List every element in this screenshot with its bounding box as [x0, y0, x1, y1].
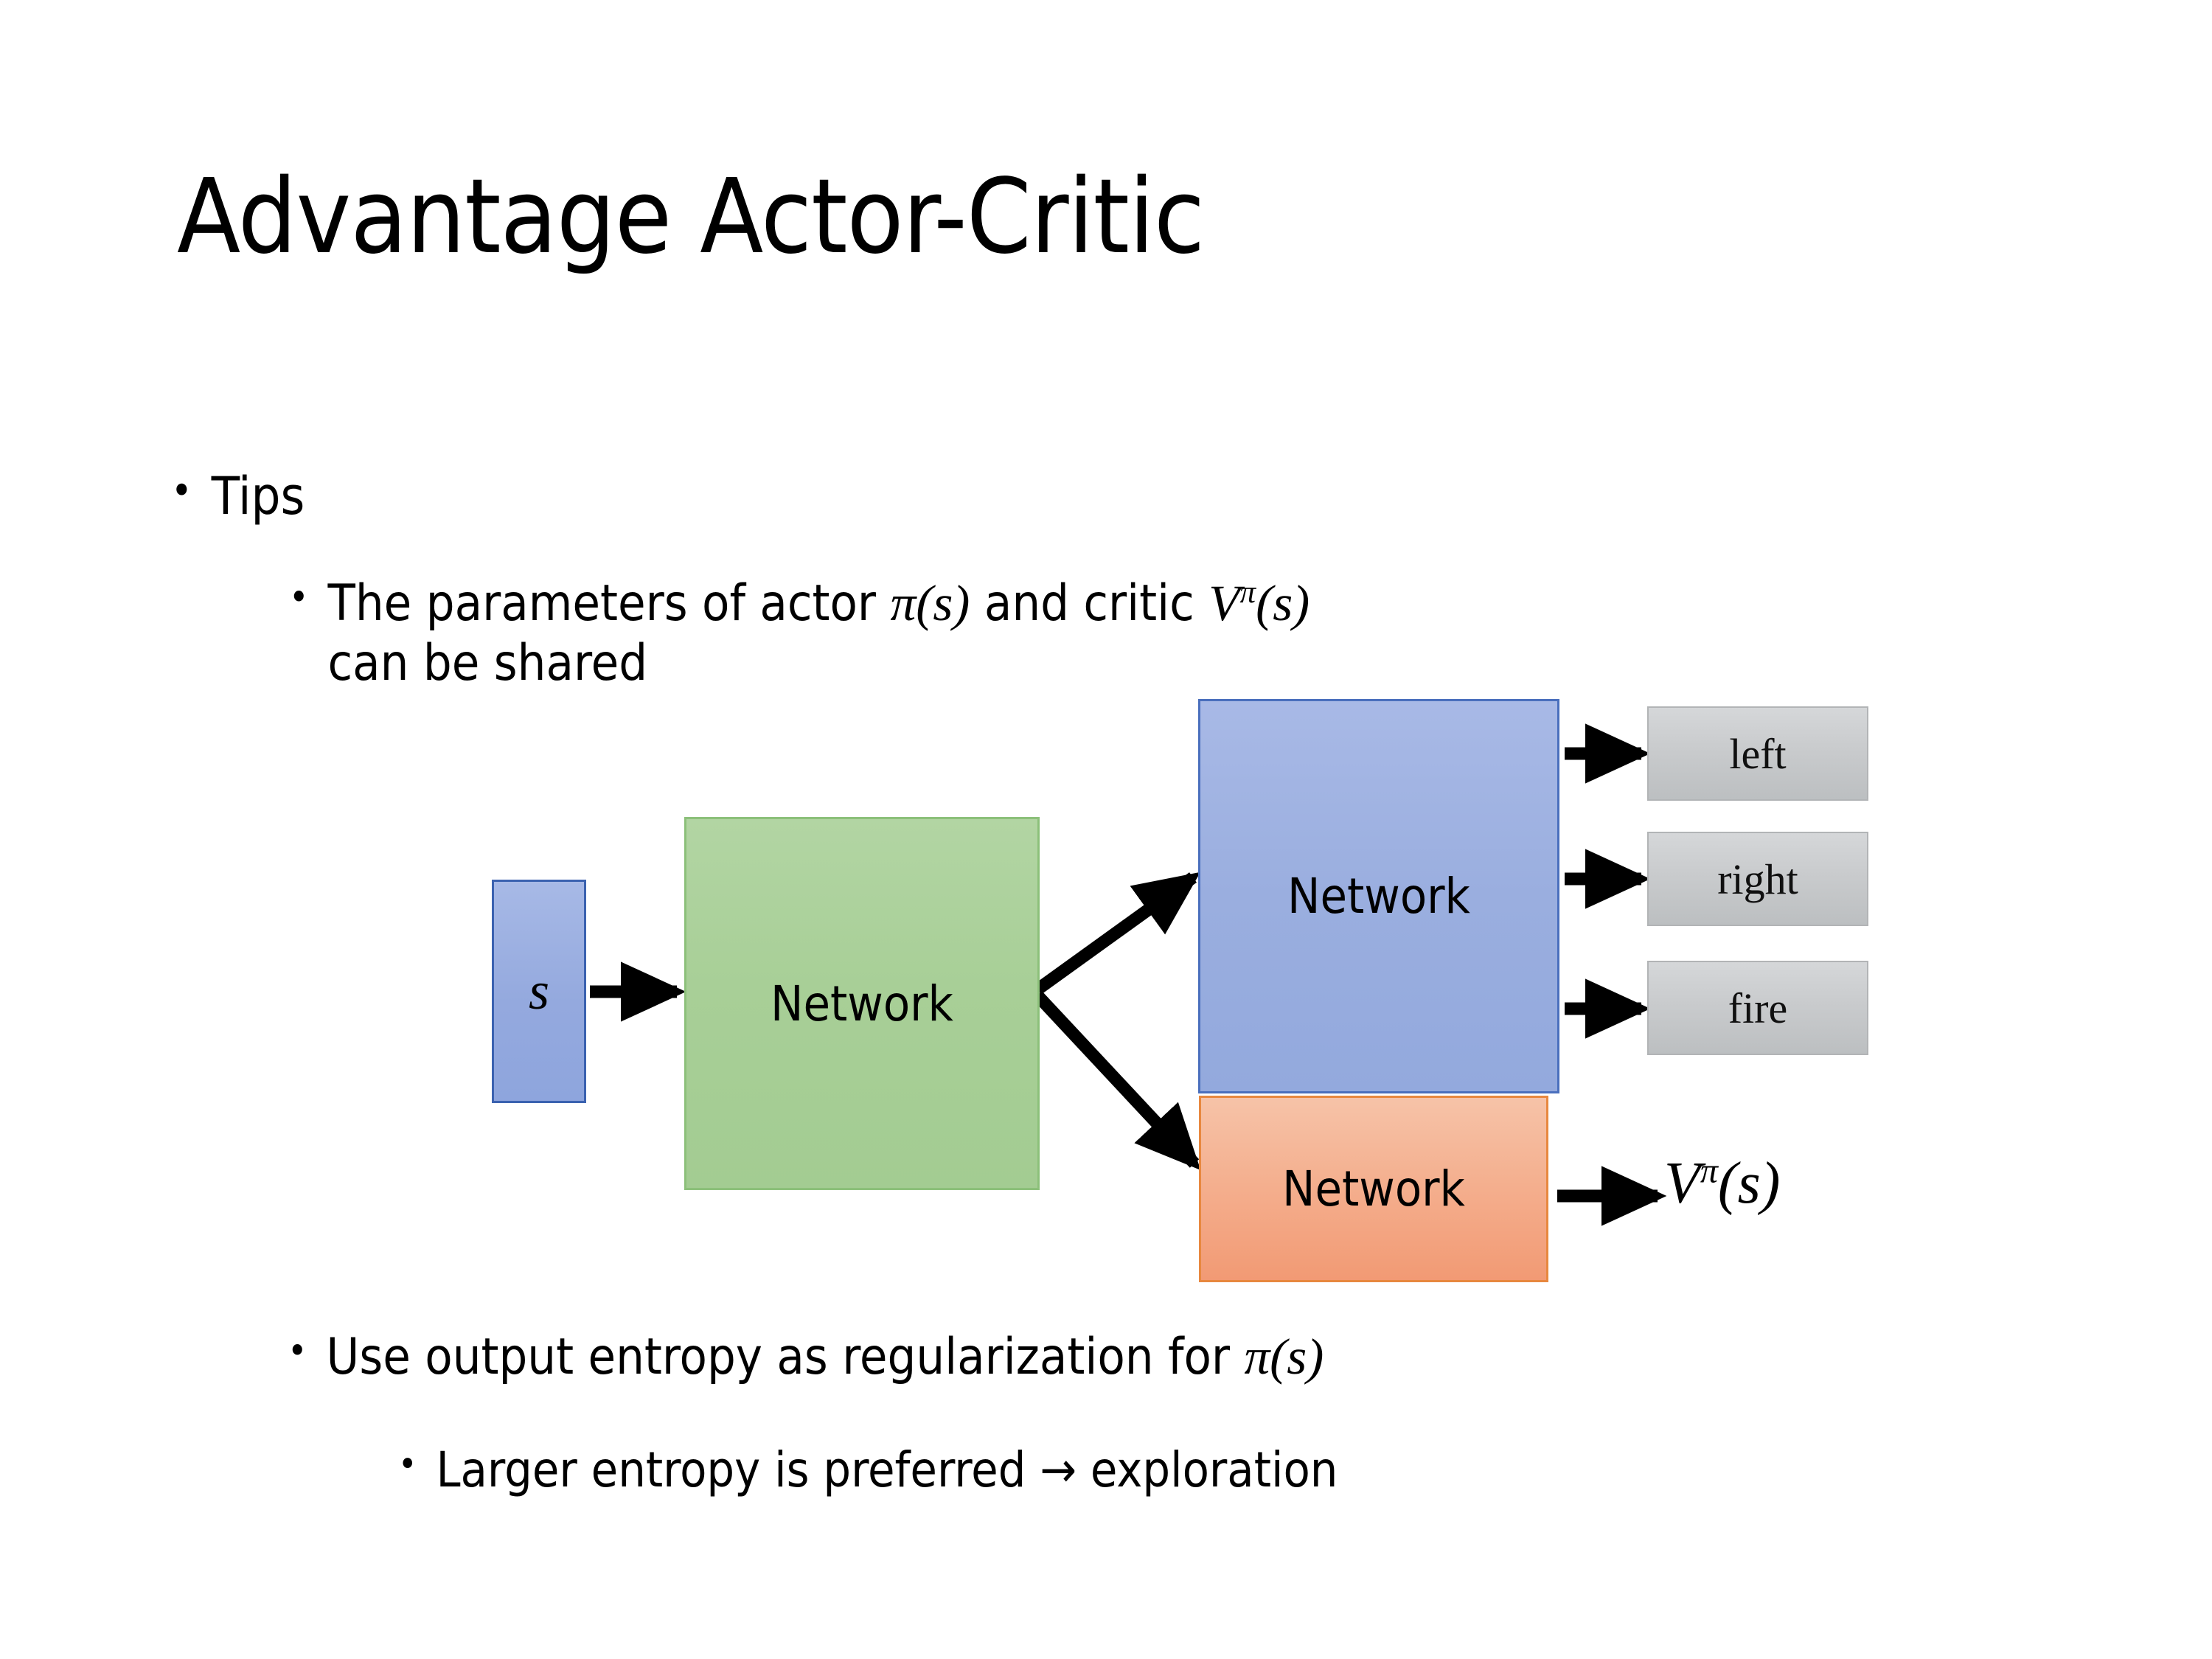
bullet-marker-icon: •: [171, 467, 192, 514]
math-v-argument: (s): [1256, 575, 1310, 632]
bullet-marker-icon: •: [288, 1329, 307, 1372]
action-fire-label: fire: [1728, 984, 1788, 1032]
arrow-shared-to-critic: [1032, 991, 1201, 1171]
bullet-marker-icon: •: [289, 576, 309, 619]
critic-network-label: Network: [1282, 1161, 1465, 1217]
math-v-symbol: Vπ(s): [1208, 575, 1310, 632]
action-output-left[interactable]: left: [1647, 706, 1868, 801]
math-v-superscript-pi: π: [1239, 574, 1256, 610]
actor-network-label: Network: [1287, 868, 1470, 925]
math-v-letter: V: [1208, 575, 1240, 632]
parameters-middle: and critic: [970, 574, 1209, 633]
parameters-prefix: The parameters of actor: [327, 574, 891, 633]
critic-network-box[interactable]: Network: [1199, 1096, 1548, 1282]
parameters-line2: can be shared: [327, 633, 648, 692]
value-argument: (s): [1717, 1151, 1781, 1216]
page-title: Advantage Actor-Critic: [177, 157, 1205, 277]
value-symbol: V: [1664, 1151, 1700, 1216]
action-output-fire[interactable]: fire: [1647, 961, 1868, 1055]
critic-value-output: Vπ(s): [1664, 1150, 1780, 1217]
bullet-entropy-text: Use output entropy as regularization for…: [327, 1327, 1324, 1388]
math-pi-of-s: π(s): [890, 575, 970, 632]
value-superscript-pi: π: [1700, 1151, 1718, 1191]
bullet-tips: • Tips: [171, 466, 305, 527]
shared-network-box[interactable]: Network: [684, 817, 1040, 1190]
bullet-larger-entropy: • Larger entropy is preferred → explorat…: [398, 1441, 1338, 1499]
bullet-larger-entropy-label: Larger entropy is preferred → exploratio…: [436, 1441, 1338, 1498]
state-input-box[interactable]: s: [492, 880, 586, 1103]
bullet-tips-label: Tips: [211, 466, 305, 526]
actor-network-box[interactable]: Network: [1198, 699, 1559, 1093]
action-right-label: right: [1717, 855, 1798, 903]
action-output-right[interactable]: right: [1647, 832, 1868, 926]
bullet-parameters-shared: • The parameters of actor π(s) and criti…: [289, 574, 2059, 693]
arrow-shared-to-actor: [1034, 872, 1201, 995]
bullet-marker-icon: •: [398, 1444, 417, 1485]
action-left-label: left: [1729, 729, 1787, 778]
entropy-text: Use output entropy as regularization for: [326, 1328, 1245, 1386]
shared-network-label: Network: [771, 975, 953, 1032]
state-label: s: [528, 961, 550, 1020]
bullet-entropy-regularization: • Use output entropy as regularization f…: [288, 1327, 1324, 1388]
bullet-parameters-text: The parameters of actor π(s) and critic …: [328, 574, 1310, 693]
math-pi-of-s: π(s): [1244, 1329, 1324, 1385]
